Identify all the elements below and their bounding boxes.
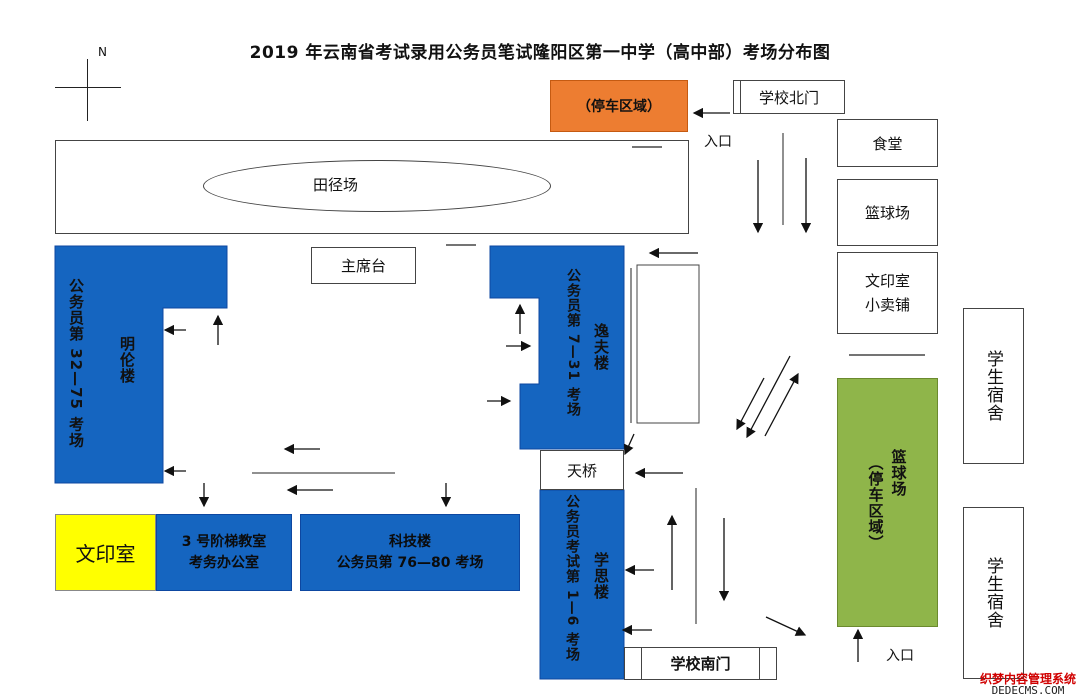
dorm-bottom: 学生宿舍 xyxy=(963,507,1024,679)
stair-classroom-label-2: 考务办公室 xyxy=(189,554,259,571)
canteen: 食堂 xyxy=(837,119,938,167)
track-field-area xyxy=(55,140,689,234)
basketball-parking-sub-label: （停车区域） xyxy=(866,454,885,551)
tech-building: 科技楼 公务员第 76—80 考场 xyxy=(300,514,520,591)
north-gate-label: 学校北门 xyxy=(758,88,819,107)
entrance-south-label: 入口 xyxy=(886,648,914,664)
xuesi-building-label: 学思楼 xyxy=(592,552,610,600)
stair-classroom-label-1: 3 号阶梯教室 xyxy=(181,533,267,550)
south-gate: 学校南门 xyxy=(624,647,777,680)
yifu-building-label: 逸夫楼 xyxy=(592,323,610,371)
rostrum: 主席台 xyxy=(311,247,416,284)
watermark-line-2: DEDECMS.COM xyxy=(991,684,1065,698)
track-oval xyxy=(203,160,551,212)
minglun-building-shape xyxy=(54,245,228,484)
watermark-line-1: 织梦内容管理系统 xyxy=(979,671,1076,686)
minglun-building-label: 明伦楼 xyxy=(118,336,136,384)
basketball-court-top: 篮球场 xyxy=(837,179,938,246)
track-field-label: 田径场 xyxy=(313,176,359,194)
minglun-rooms-label: 公务员第 32—75 考场 xyxy=(67,278,85,449)
south-gate-label: 学校南门 xyxy=(670,655,731,673)
print-shop: 文印室 小卖铺 xyxy=(837,252,938,334)
basketball-parking-label: 篮球场 xyxy=(889,448,908,497)
print-shop-label-1: 文印室 xyxy=(864,272,910,290)
north-label: N xyxy=(98,45,107,59)
parking-area-north: （停车区域） xyxy=(550,80,688,132)
entrance-north-label: 入口 xyxy=(704,134,732,150)
tech-building-label-2: 公务员第 76—80 考场 xyxy=(336,554,484,571)
watermark: 织梦内容管理系统 DEDECMS.COM xyxy=(980,673,1076,697)
bridge: 天桥 xyxy=(540,450,624,490)
basketball-parking-area: （停车区域） 篮球场 xyxy=(837,378,938,627)
print-room: 文印室 xyxy=(55,514,156,591)
stair-classroom: 3 号阶梯教室 考务办公室 xyxy=(156,514,292,591)
dorm-bottom-label: 学生宿舍 xyxy=(983,557,1003,629)
xuesi-rooms-label: 公务员考试第 1—6 考场 xyxy=(564,494,580,663)
yifu-building-shape xyxy=(489,245,625,450)
compass: N xyxy=(55,45,121,121)
dorm-top-label: 学生宿舍 xyxy=(983,350,1003,422)
xuesi-building-shape xyxy=(539,489,625,680)
yifu-rooms-label: 公务员第 7—31 考场 xyxy=(565,268,581,417)
direction-arrows xyxy=(163,107,864,662)
tech-building-label-1: 科技楼 xyxy=(389,533,431,550)
map-title: 2019 年云南省考试录用公务员笔试隆阳区第一中学（高中部）考场分布图 xyxy=(249,43,831,63)
yifu-walkway xyxy=(636,264,700,424)
north-gate: 学校北门 xyxy=(733,80,845,114)
dorm-top: 学生宿舍 xyxy=(963,308,1024,464)
print-shop-label-2: 小卖铺 xyxy=(864,296,910,314)
